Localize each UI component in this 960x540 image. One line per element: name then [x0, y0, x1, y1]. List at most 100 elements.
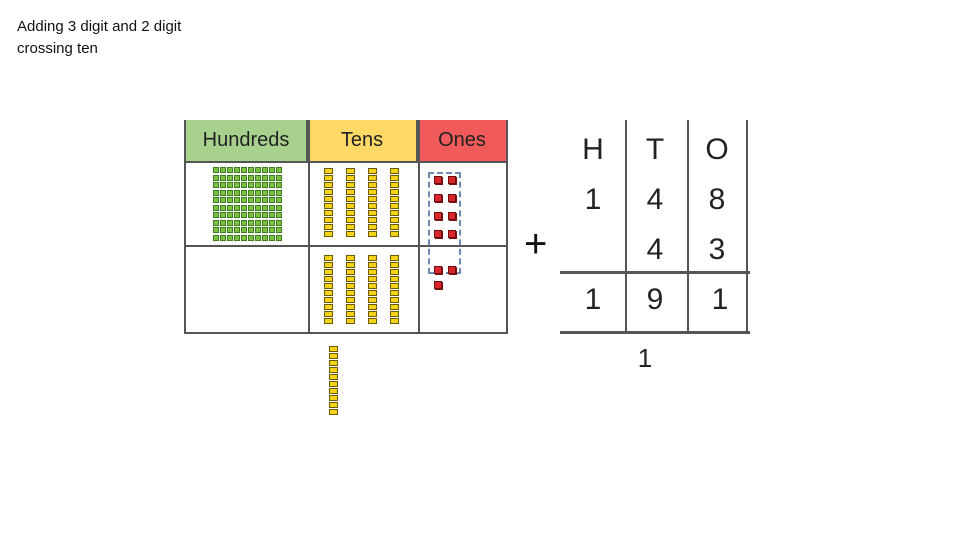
rod-segment: [346, 189, 355, 195]
rod-segment: [390, 255, 399, 261]
rod-segment: [324, 262, 333, 268]
rod-segment: [324, 203, 333, 209]
hundred-cell: [262, 212, 268, 218]
hundred-cell: [220, 219, 226, 226]
hundred-cell: [248, 167, 254, 173]
rod-segment: [368, 217, 377, 223]
hundred-cell: [248, 174, 254, 181]
hundred-cell: [241, 174, 247, 181]
rod-segment: [329, 402, 338, 408]
hundred-cell: [227, 227, 233, 233]
rod-segment: [346, 210, 355, 216]
hundred-cell: [234, 197, 240, 203]
hundred-cell: [276, 182, 282, 188]
hundred-cell: [269, 182, 275, 188]
rod-segment: [368, 255, 377, 261]
rod-segment: [324, 318, 333, 324]
hundred-cell: [213, 227, 219, 233]
one-cube: [448, 176, 456, 184]
hundred-cell: [255, 204, 261, 211]
rod-segment: [390, 290, 399, 296]
row1-ones: 8: [708, 183, 726, 216]
rod-segment: [324, 217, 333, 223]
hundred-cell: [248, 234, 254, 241]
hundred-cell: [262, 219, 268, 226]
rod-segment: [329, 374, 338, 380]
rod-segment: [390, 283, 399, 289]
rod-segment: [329, 360, 338, 366]
rod-segment: [390, 269, 399, 275]
hundred-cell: [220, 189, 226, 196]
hundred-cell: [241, 227, 247, 233]
rod-segment: [324, 304, 333, 310]
rod-segment: [390, 175, 399, 181]
rod-segment: [390, 311, 399, 317]
hundred-cell: [220, 212, 226, 218]
hundred-cell: [220, 227, 226, 233]
answer-line-bottom: [560, 331, 750, 334]
hundred-cell: [241, 182, 247, 188]
rod-segment: [368, 269, 377, 275]
rod-segment: [368, 304, 377, 310]
rod-segment: [329, 409, 338, 415]
ten-rod: [368, 255, 377, 325]
header-t: T: [645, 133, 665, 166]
column-divider: [308, 120, 310, 334]
hundred-cell: [241, 219, 247, 226]
answer-line-top: [560, 271, 750, 274]
hundred-cell: [262, 227, 268, 233]
rod-segment: [368, 276, 377, 282]
rod-segment: [390, 297, 399, 303]
page-title: Adding 3 digit and 2 digit crossing ten: [17, 18, 182, 57]
rod-segment: [329, 346, 338, 352]
ten-rod: [346, 168, 355, 238]
rod-segment: [324, 224, 333, 230]
hundred-cell: [276, 174, 282, 181]
hundred-cell: [234, 167, 240, 173]
hundred-cell: [248, 204, 254, 211]
hundred-cell: [255, 219, 261, 226]
header-h: H: [582, 133, 604, 166]
hundred-cell: [234, 219, 240, 226]
column-addition-grid: H T O 1 4 8 4 3 1 9 1: [560, 120, 750, 336]
rod-segment: [346, 276, 355, 282]
hundred-cell: [241, 204, 247, 211]
one-cube: [434, 212, 442, 220]
row-divider: [184, 245, 508, 247]
hundred-cell: [255, 167, 261, 173]
hundred-cell: [213, 219, 219, 226]
rod-segment: [390, 168, 399, 174]
rod-segment: [368, 196, 377, 202]
rod-segment: [390, 224, 399, 230]
hundred-cell: [269, 167, 275, 173]
column-divider: [418, 120, 420, 334]
plus-sign: +: [524, 222, 548, 266]
hundred-cell: [255, 197, 261, 203]
rod-segment: [346, 182, 355, 188]
header-ones: Ones: [418, 120, 508, 163]
ten-rod: [390, 255, 399, 325]
hundred-cell: [276, 234, 282, 241]
hundred-cell: [220, 204, 226, 211]
hundred-cell: [213, 189, 219, 196]
rod-segment: [346, 203, 355, 209]
rod-segment: [368, 203, 377, 209]
hundred-cell: [276, 212, 282, 218]
grid-divider: [625, 120, 627, 334]
hundred-cell: [248, 189, 254, 196]
hundred-cell: [276, 197, 282, 203]
rod-segment: [368, 262, 377, 268]
hundred-cell: [269, 204, 275, 211]
rod-segment: [346, 262, 355, 268]
header-tens-label: Tens: [340, 129, 384, 151]
one-cube: [448, 194, 456, 202]
hundred-cell: [234, 204, 240, 211]
header-ones-label: Ones: [438, 129, 486, 151]
rod-segment: [329, 353, 338, 359]
rod-segment: [390, 304, 399, 310]
hundred-cell: [255, 212, 261, 218]
hundred-cell: [234, 234, 240, 241]
hundred-block: [213, 167, 283, 243]
grid-divider: [687, 120, 689, 334]
result-ones: 1: [711, 283, 729, 316]
